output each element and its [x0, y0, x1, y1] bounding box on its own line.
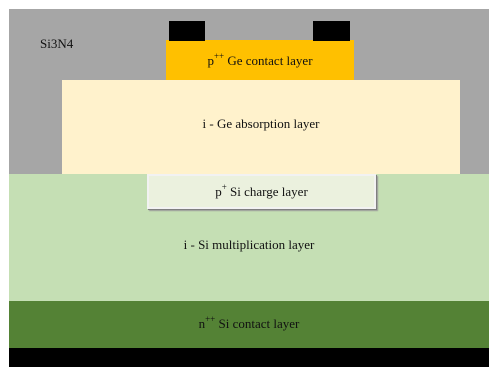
p-si-charge-layer — [147, 174, 376, 209]
ge-contact-label: p++ Ge contact layer — [166, 51, 354, 69]
bottom-electrode — [9, 348, 489, 367]
si3n4-label: Si3N4 — [40, 36, 74, 51]
si-multiplication-label: i - Si multiplication layer — [183, 237, 315, 252]
ge-absorption-layer — [62, 80, 460, 174]
top-electrode-right — [313, 21, 350, 41]
si-contact-label-superscript: ++ — [205, 314, 216, 324]
ge-absorption-label: i - Ge absorption layer — [202, 116, 320, 131]
top-electrode-left — [169, 21, 205, 41]
si-charge-label-prefix: p — [215, 184, 222, 199]
si-contact-label-text: Si contact layer — [215, 316, 300, 331]
si-charge-label-text: Si charge layer — [226, 184, 308, 199]
p-ge-contact-layer — [166, 40, 354, 80]
si-charge-label-superscript: + — [221, 182, 227, 192]
si-contact-label: n++ Si contact layer — [9, 314, 489, 332]
n-si-contact-layer — [9, 301, 489, 348]
ge-contact-label-prefix: p — [207, 53, 214, 68]
si-contact-label-prefix: n — [198, 316, 206, 331]
ge-contact-label-superscript: ++ — [213, 51, 225, 61]
ge-contact-label-text: Ge contact layer — [224, 53, 313, 68]
si-charge-label: p+ Si charge layer — [147, 182, 376, 200]
